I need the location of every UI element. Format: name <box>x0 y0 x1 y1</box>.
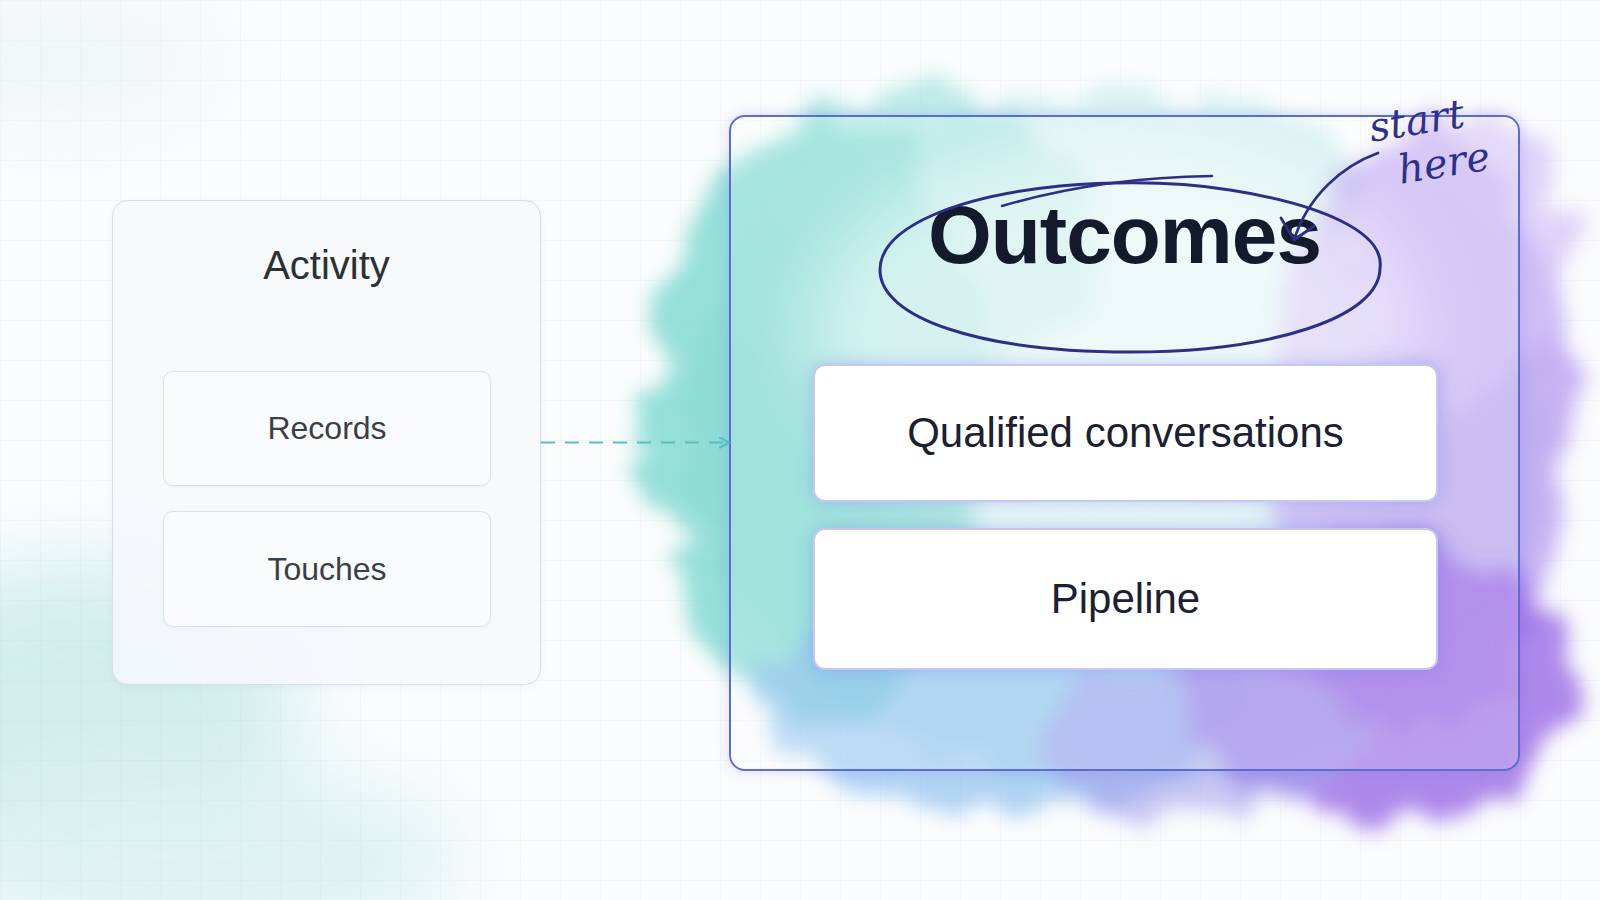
box-label: Pipeline <box>1051 574 1200 624</box>
outcome-item-box: Pipeline <box>813 528 1438 670</box>
hand-drawn-circle <box>880 176 1380 352</box>
box-label: Records <box>267 409 386 447</box>
group-heading: Outcomes <box>731 186 1518 284</box>
edge-layer <box>541 442 729 443</box>
hand-drawn-arrow <box>1281 153 1378 240</box>
activity-item-box: Touches <box>163 511 491 627</box>
dashed-arrow <box>541 441 729 443</box>
group-box: ActivityRecordsTouches <box>112 200 541 685</box>
outcome-item-box: Qualified conversations <box>813 364 1438 502</box>
outcome-group-box: OutcomesQualified conversationsPipeline <box>729 115 1520 771</box>
watercolor-wash <box>650 90 1580 820</box>
box-label: Touches <box>267 550 386 588</box>
activity-item-box: Records <box>163 371 491 486</box>
group-heading: Activity <box>113 241 540 289</box>
box-label: Qualified conversations <box>907 408 1344 458</box>
